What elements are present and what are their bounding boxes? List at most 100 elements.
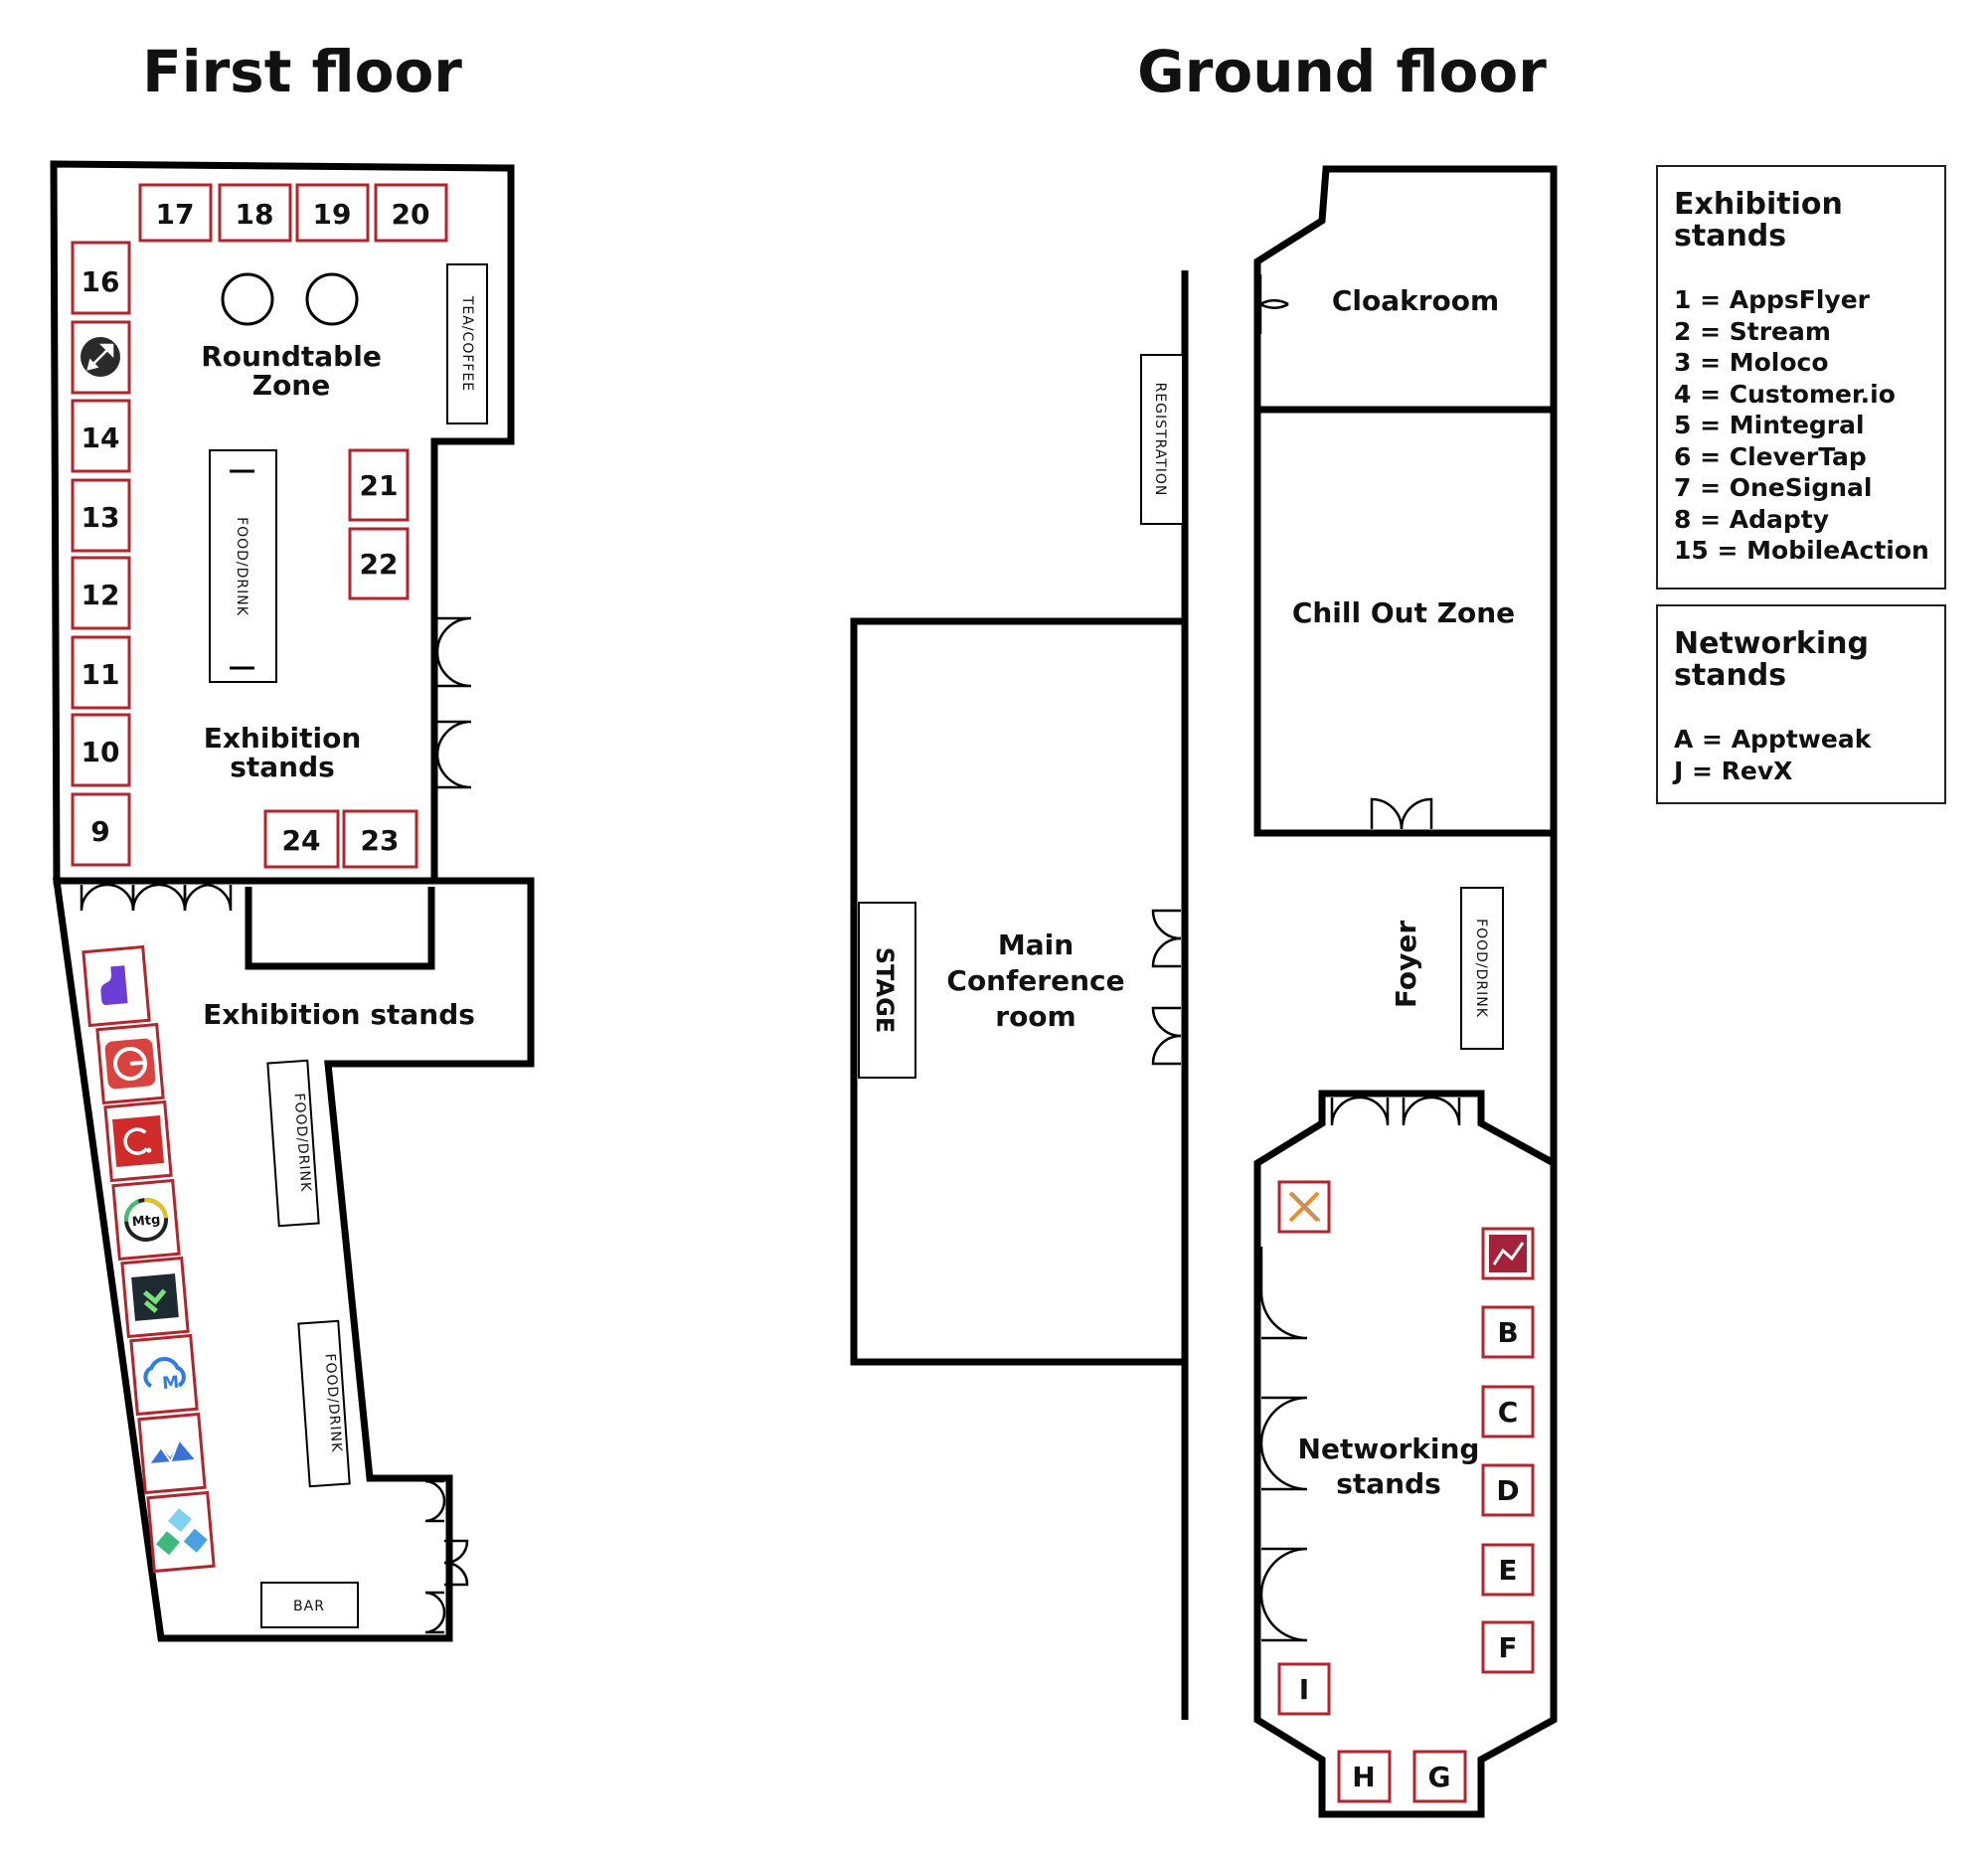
exhibition-lower-label: Exhibition stands: [203, 998, 475, 1031]
appsflyer-logo-icon: [100, 965, 128, 1005]
booth-21-label: 21: [360, 469, 399, 502]
booth-19-label: 19: [313, 198, 352, 231]
booth-20[interactable]: [374, 183, 448, 243]
food-drink-upper-label: FOOD/DRINK: [234, 517, 249, 616]
booth-i-label: I: [1299, 1673, 1309, 1706]
food-drink-lower-2-label: FOOD/DRINK: [322, 1353, 345, 1453]
booth-6[interactable]: M: [129, 1333, 199, 1417]
booth-c[interactable]: [1481, 1385, 1535, 1438]
booth-21[interactable]: [348, 448, 410, 522]
booth-f[interactable]: [1481, 1620, 1535, 1674]
main-conference-label-line2: Conference: [946, 964, 1124, 997]
booth-12[interactable]: [71, 556, 131, 630]
booth-10-label: 10: [82, 736, 120, 768]
booth-14[interactable]: [71, 399, 131, 473]
booth-16-label: 16: [82, 265, 120, 298]
booth-d-label: D: [1496, 1474, 1519, 1507]
booth-g-label: G: [1428, 1761, 1451, 1793]
booth-4[interactable]: Mtg: [111, 1178, 181, 1262]
booth-c-label: C: [1498, 1396, 1519, 1429]
booth-g[interactable]: [1412, 1750, 1467, 1803]
bar-counter: [260, 1582, 359, 1628]
legend-item-j: J = RevX: [1674, 756, 1793, 785]
booth-10[interactable]: [71, 713, 131, 787]
mintegral-logo-icon: [131, 1273, 179, 1321]
stage-label: STAGE: [871, 947, 899, 1033]
cloakroom-wall: [1253, 165, 1558, 1163]
foyer-food-drink-counter: [1460, 887, 1504, 1050]
booth-9-label: 9: [90, 815, 109, 848]
booth-19[interactable]: [295, 183, 370, 243]
roundtable-left: [221, 272, 274, 326]
booth-f-label: F: [1498, 1631, 1517, 1664]
booth-17[interactable]: [138, 183, 213, 243]
first-floor-doors: [80, 616, 472, 1634]
booth-23[interactable]: [342, 809, 418, 869]
networking-label-line1: Networking: [1298, 1433, 1480, 1465]
main-conference-label-line3: room: [995, 1000, 1076, 1033]
booth-22-label: 22: [360, 548, 399, 581]
booth-i[interactable]: [1277, 1662, 1331, 1716]
booth-11[interactable]: [71, 635, 131, 710]
first-floor-booths-top: 17 18 19 20: [138, 183, 448, 243]
logo-text-mtg: Mtg: [131, 1213, 161, 1230]
legend-item-4: 4 = Customer.io: [1674, 379, 1896, 409]
foyer-label: Foyer: [1390, 921, 1422, 1008]
first-floor-walls: [50, 160, 535, 1642]
main-conference-wall: [850, 617, 1185, 1366]
food-drink-upper-counter: [209, 449, 277, 683]
booth-h[interactable]: [1337, 1750, 1392, 1803]
legend-item-5: 5 = Mintegral: [1674, 411, 1865, 439]
chill-out-wall: [1253, 410, 1554, 837]
main-conference-label-line1: Main: [998, 928, 1074, 961]
booth-d[interactable]: [1481, 1463, 1535, 1517]
first-floor-booths-bottom: 24 23: [263, 809, 418, 869]
booth-2[interactable]: [95, 1022, 165, 1105]
booth-14-label: 14: [82, 422, 120, 454]
booth-5[interactable]: [120, 1256, 190, 1339]
booth-1[interactable]: [82, 944, 151, 1028]
booth-23-label: 23: [361, 824, 400, 857]
legend-item-3: 3 = Moloco: [1674, 348, 1829, 377]
ground-floor-doors: [1151, 274, 1461, 1642]
booth-17-label: 17: [156, 198, 195, 231]
booth-16[interactable]: [71, 241, 131, 315]
booth-24[interactable]: [263, 809, 340, 869]
booth-11-label: 11: [82, 658, 120, 691]
booth-e[interactable]: [1481, 1543, 1535, 1597]
legend-item-2: 2 = Stream: [1674, 316, 1831, 346]
tea-coffee-label: TEA/COFFEE: [459, 295, 475, 392]
registration-label: REGISTRATION: [1152, 383, 1168, 497]
tea-coffee-counter: [446, 263, 488, 424]
legend-item-7: 7 = OneSignal: [1674, 473, 1873, 502]
booth-9[interactable]: [71, 792, 131, 867]
ground-floor-walls: [850, 165, 1558, 1818]
ground-floor-title: Ground floor: [1137, 38, 1547, 105]
cloakroom-label: Cloakroom: [1332, 284, 1499, 317]
booth-b-label: B: [1497, 1316, 1518, 1349]
booth-b[interactable]: [1481, 1305, 1535, 1359]
first-floor-lower-room-wall: [52, 877, 535, 1642]
booth-13[interactable]: [71, 478, 131, 553]
booth-7[interactable]: [137, 1412, 207, 1495]
legend-item-6: 6 = CleverTap: [1674, 441, 1867, 471]
booth-e-label: E: [1498, 1554, 1517, 1587]
networking-legend-title: Networking stands: [1674, 626, 1869, 693]
networking-room-wall: [1253, 1090, 1558, 1818]
booth-18[interactable]: [218, 183, 292, 243]
onesignal-logo-icon: [150, 1440, 195, 1463]
booth-3[interactable]: [103, 1099, 173, 1183]
food-drink-lower-1-counter: [266, 1059, 320, 1228]
adapty-logo-icon: [167, 1508, 192, 1532]
legend-item-8: 8 = Adapty: [1674, 504, 1830, 534]
booth-8[interactable]: [146, 1490, 216, 1574]
foyer-food-drink-label: FOOD/DRINK: [1473, 919, 1489, 1018]
first-floor-booths-left: 16 14 13 12 11 10 9: [71, 241, 131, 867]
roundtable-zone-label-line2: Zone: [252, 369, 330, 402]
chill-out-label: Chill Out Zone: [1292, 596, 1515, 629]
booth-22[interactable]: [348, 527, 410, 600]
booth-13-label: 13: [82, 501, 120, 534]
first-floor-booths-mid: 21 22: [348, 448, 410, 600]
roundtable-right: [305, 272, 359, 326]
